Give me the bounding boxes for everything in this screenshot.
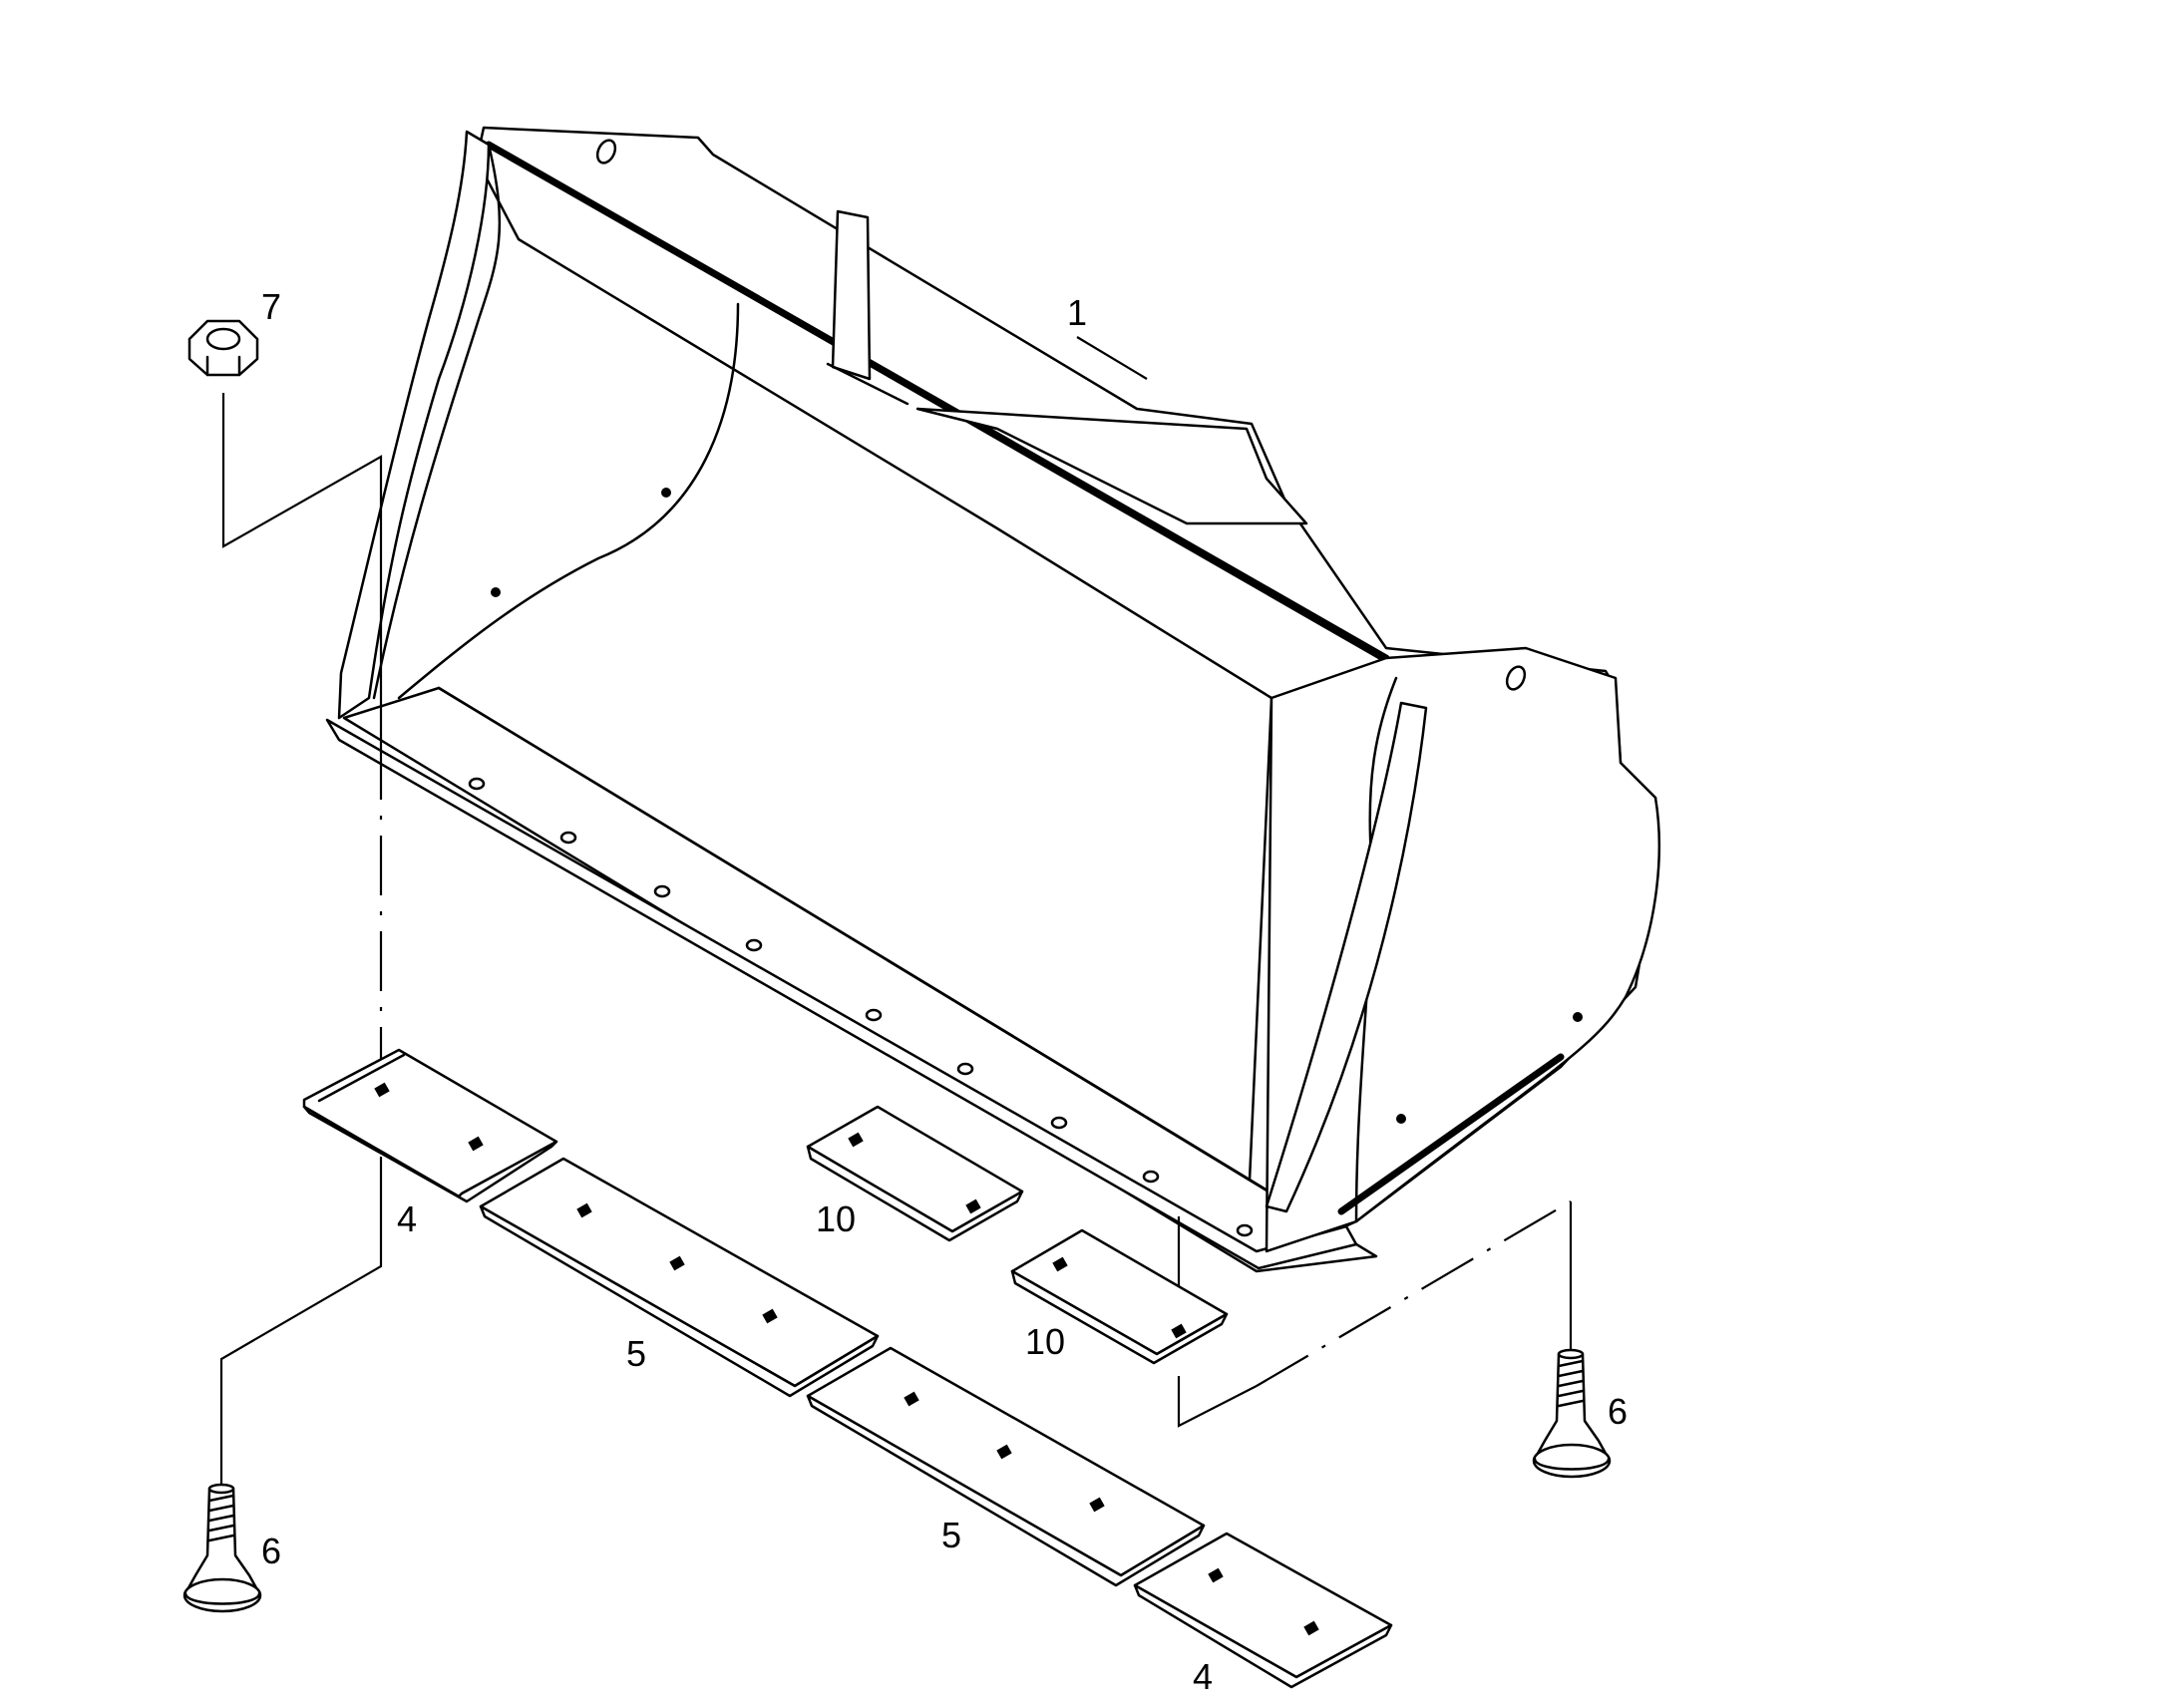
left-assembly-guides — [219, 393, 383, 1486]
lip-hole-row — [468, 777, 1254, 1237]
label-wear-plate-upper: 10 — [816, 1198, 856, 1239]
label-edge-segment-right: 4 — [1193, 1656, 1213, 1697]
bolt-left — [182, 1483, 262, 1613]
label-bolt-right: 6 — [1608, 1391, 1628, 1432]
label-nut: 7 — [261, 286, 281, 327]
label-bolt-left: 6 — [261, 1531, 281, 1571]
edge-middle-right — [806, 1346, 1206, 1587]
label-edge-middle-left: 5 — [626, 1333, 646, 1374]
bucket-leader — [1076, 336, 1148, 380]
nut — [187, 319, 259, 377]
wear-plate-upper — [806, 1105, 1024, 1242]
label-edge-segment-left: 4 — [397, 1198, 417, 1239]
bolt-right — [1532, 1348, 1612, 1479]
label-wear-plate-lower: 10 — [1025, 1321, 1065, 1362]
edge-segment-right — [1133, 1532, 1393, 1689]
wear-plate-lower — [1010, 1228, 1229, 1365]
edge-segment-left — [302, 1048, 558, 1203]
label-bucket: 1 — [1067, 292, 1087, 333]
edge-middle-left — [479, 1157, 880, 1398]
bucket — [325, 126, 1660, 1273]
label-edge-middle-right: 5 — [941, 1515, 961, 1555]
